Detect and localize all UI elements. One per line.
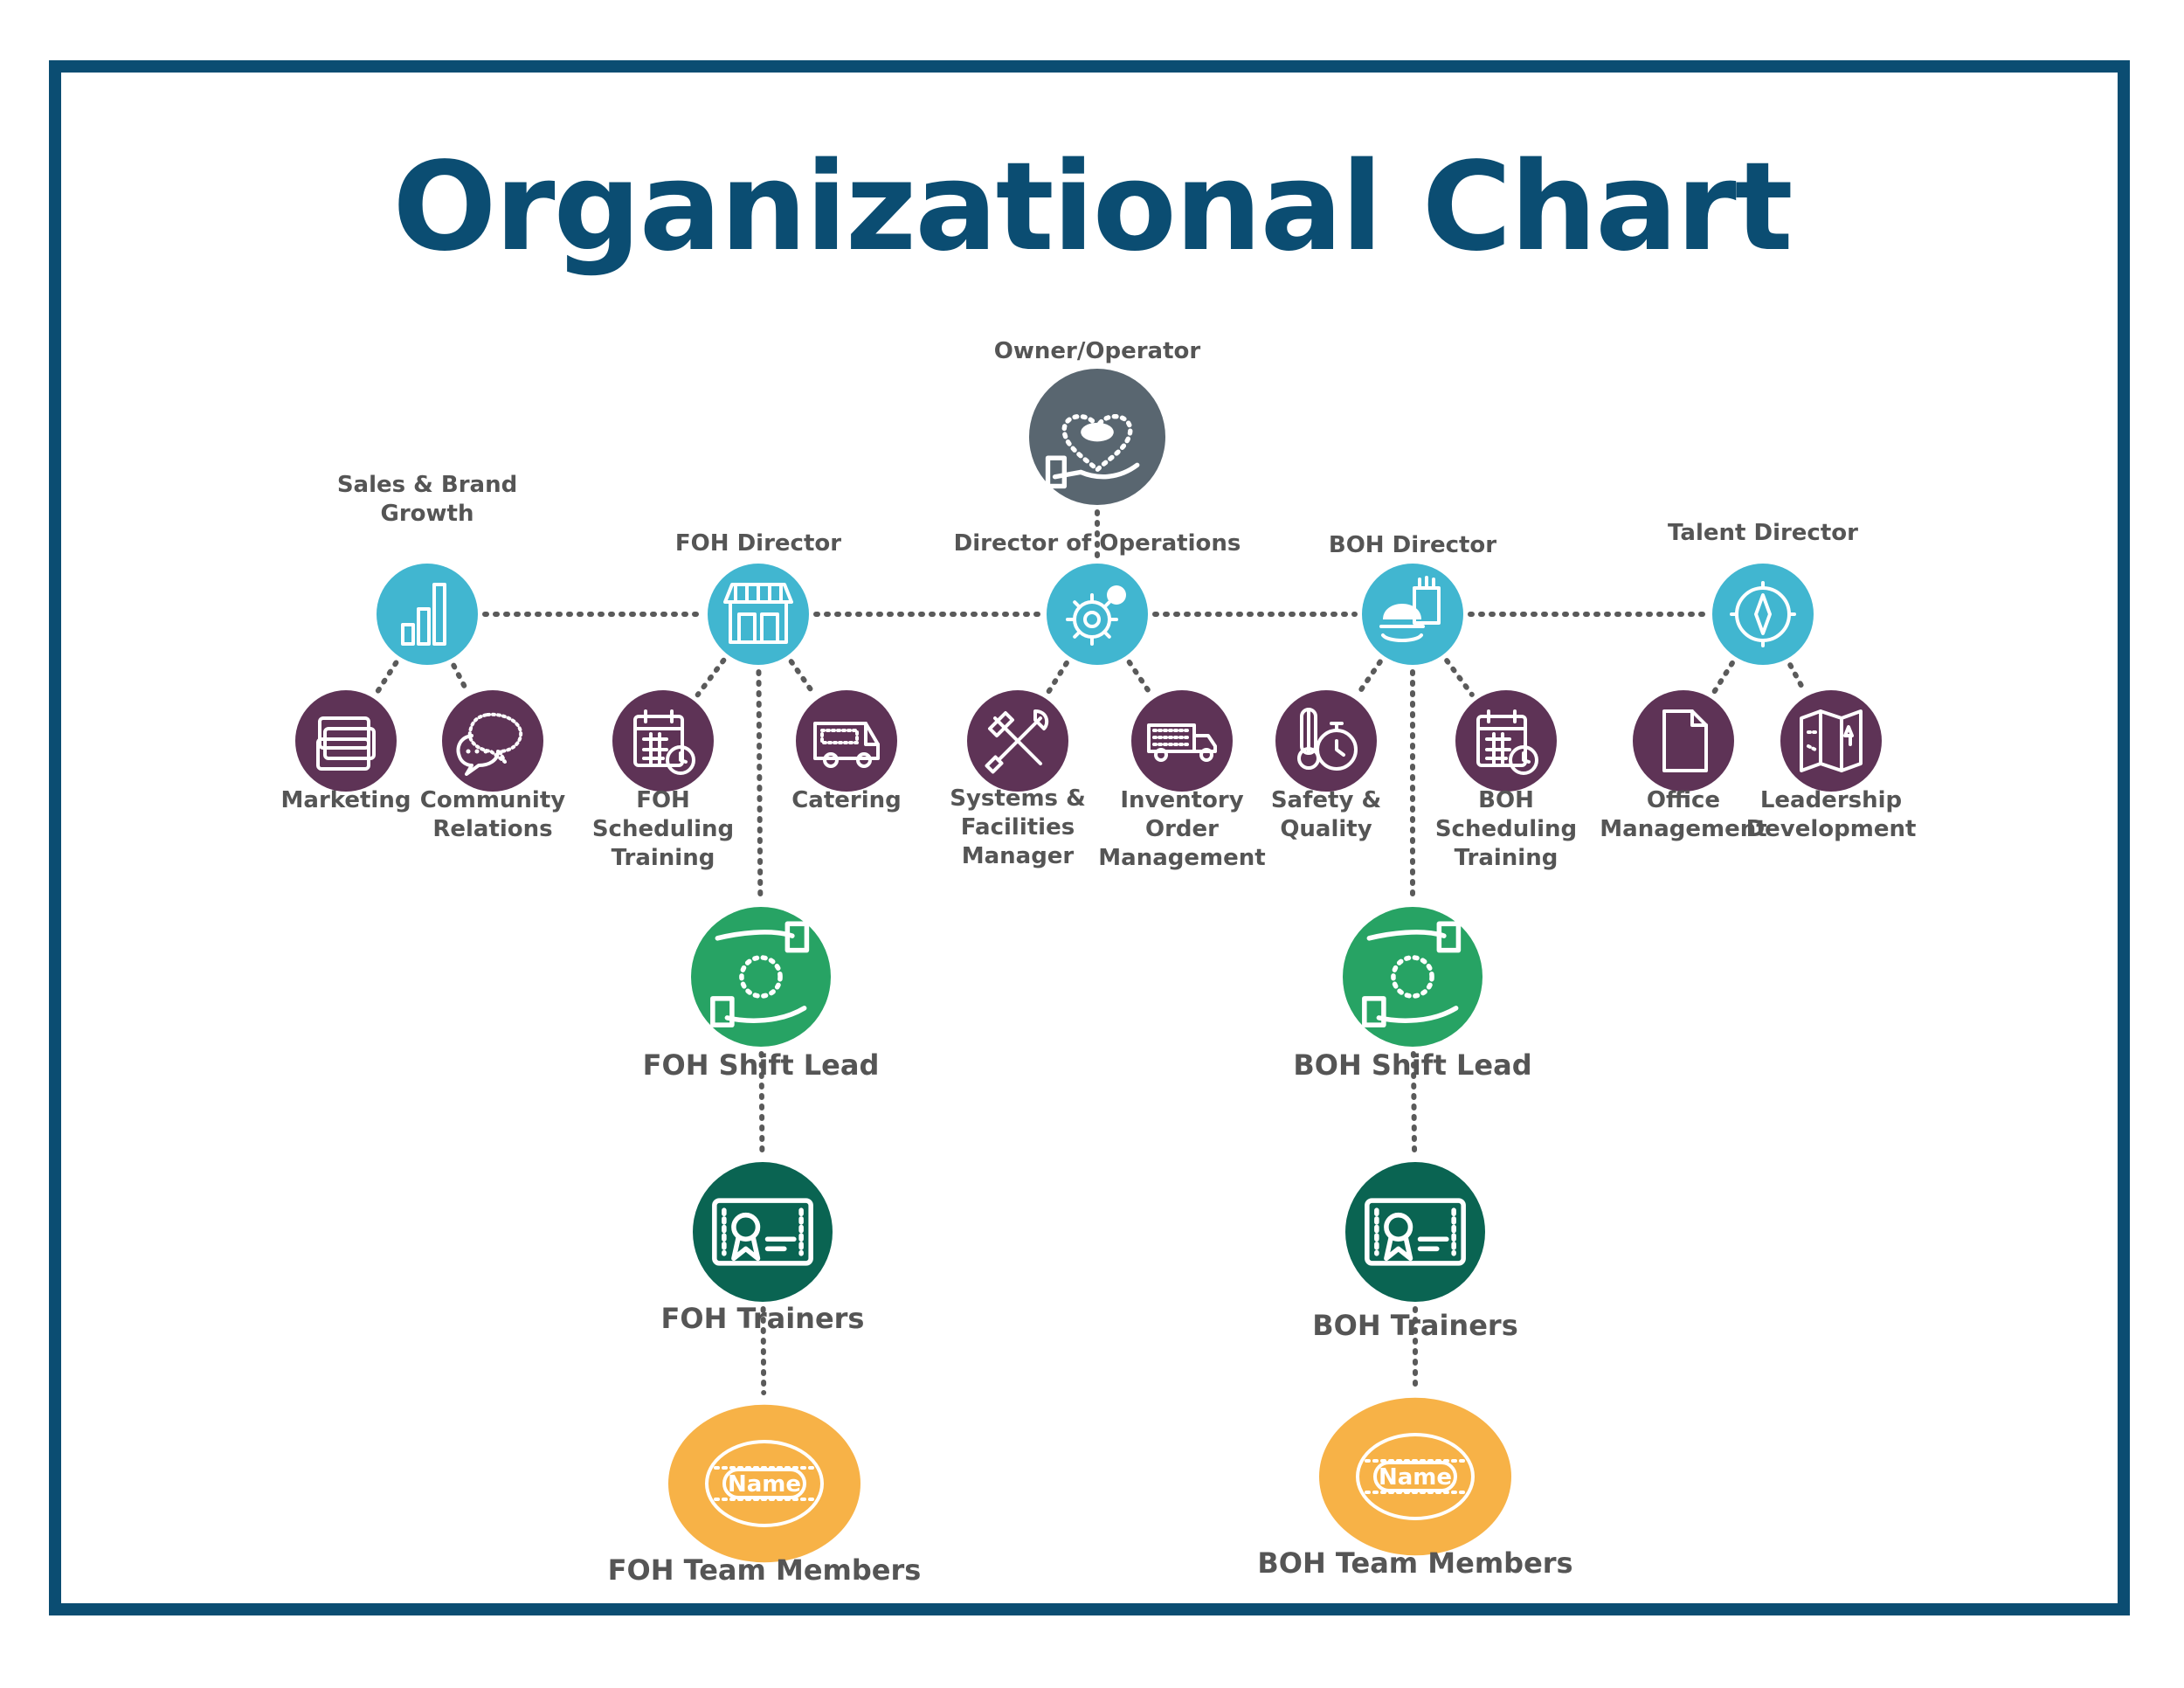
node-badge-shape bbox=[668, 1404, 860, 1563]
node-owner: Owner/Operator bbox=[994, 338, 1201, 505]
cards-icon bbox=[316, 716, 376, 771]
node-label: Marketing bbox=[281, 787, 411, 813]
node-circle bbox=[1780, 690, 1882, 792]
document-icon bbox=[1662, 709, 1708, 772]
node-label: BOH Team Members bbox=[1257, 1546, 1572, 1580]
badge-name-text: Name bbox=[1379, 1464, 1452, 1491]
connector-sales-community bbox=[451, 662, 469, 693]
connector-dir_ops-systems bbox=[1046, 660, 1069, 695]
connector-talent-leadership bbox=[1787, 662, 1807, 693]
connector-foh_director-catering bbox=[788, 659, 817, 696]
bar-chart-icon bbox=[401, 583, 446, 646]
calendar-clock-icon bbox=[633, 709, 695, 775]
name-badge-icon: Name bbox=[1356, 1433, 1475, 1520]
thermometer-timer-icon bbox=[1297, 708, 1358, 771]
node-label: BOH Trainers bbox=[1312, 1309, 1517, 1342]
certificate-icon bbox=[1365, 1198, 1466, 1266]
node-foh-trainers: FOH Trainers bbox=[661, 1162, 865, 1335]
connector-foh_shift-foh_trainers bbox=[758, 1050, 765, 1159]
node-boh-shift: BOH Shift Lead bbox=[1293, 907, 1532, 1082]
compass-icon bbox=[1730, 581, 1796, 647]
node-label: FOH Shift Lead bbox=[643, 1048, 880, 1082]
node-circle bbox=[1712, 564, 1814, 665]
connector-foh_director-foh_sched bbox=[695, 657, 727, 698]
handoff-icon bbox=[1362, 921, 1462, 1027]
node-foh-shift: FOH Shift Lead bbox=[643, 907, 880, 1082]
connector-sales-marketing bbox=[374, 660, 399, 695]
node-safety: Safety &Quality bbox=[1271, 690, 1381, 842]
certificate-icon bbox=[712, 1198, 813, 1266]
node-talent: Talent Director bbox=[1668, 520, 1858, 665]
node-circle bbox=[1131, 690, 1233, 792]
page-title: Organizational Chart bbox=[392, 136, 1793, 279]
connector-foh_director-foh_shift bbox=[756, 668, 764, 903]
gears-icon bbox=[1066, 585, 1126, 646]
node-boh-trainers: BOH Trainers bbox=[1312, 1162, 1518, 1342]
calendar-clock-icon bbox=[1476, 709, 1538, 775]
van-icon bbox=[813, 722, 880, 768]
node-foh-director: FOH Director bbox=[675, 530, 841, 665]
tools-icon bbox=[985, 709, 1049, 774]
node-label: Talent Director bbox=[1668, 520, 1858, 546]
connector-boh_director-boh_sched bbox=[1444, 658, 1475, 697]
node-badge-shape bbox=[1319, 1397, 1511, 1556]
storefront-icon bbox=[723, 583, 793, 644]
node-circle bbox=[442, 690, 543, 792]
node-marketing: Marketing bbox=[281, 690, 411, 813]
badge-name-text: Name bbox=[728, 1471, 801, 1498]
map-icon bbox=[1800, 709, 1863, 772]
node-label: FOH Director bbox=[675, 530, 841, 557]
node-dir-ops: Director of Operations bbox=[954, 530, 1241, 665]
node-catering: Catering bbox=[791, 690, 902, 813]
connector-boh_director-safety bbox=[1356, 659, 1383, 696]
node-circle bbox=[1275, 690, 1377, 792]
speech-bubbles-icon bbox=[456, 712, 523, 776]
node-boh-director: BOH Director bbox=[1329, 532, 1496, 665]
node-circle bbox=[708, 564, 809, 665]
node-label: Owner/Operator bbox=[994, 338, 1201, 364]
node-label: Catering bbox=[791, 787, 902, 813]
connector-dir_ops-inventory bbox=[1126, 659, 1153, 696]
node-circle bbox=[1345, 1162, 1485, 1302]
heart-hand-icon bbox=[1045, 413, 1140, 489]
node-label: BOH Shift Lead bbox=[1293, 1048, 1531, 1082]
handoff-icon bbox=[710, 921, 810, 1027]
burger-fries-icon bbox=[1379, 576, 1441, 642]
node-label: FOH Team Members bbox=[608, 1553, 922, 1587]
name-badge-icon: Name bbox=[705, 1440, 824, 1527]
node-circle bbox=[693, 1162, 833, 1302]
truck-icon bbox=[1147, 723, 1217, 762]
node-circle bbox=[1633, 690, 1734, 792]
connector-talent-office bbox=[1711, 660, 1735, 695]
node-label: BOH Director bbox=[1329, 532, 1496, 558]
chart-frame bbox=[49, 60, 2130, 1615]
connector-boh_shift-boh_trainers bbox=[1410, 1050, 1418, 1159]
connector-layer bbox=[374, 509, 1807, 1396]
node-label: Director of Operations bbox=[954, 530, 1241, 557]
node-label: FOH Trainers bbox=[661, 1302, 865, 1335]
node-label: Safety &Quality bbox=[1271, 787, 1381, 842]
